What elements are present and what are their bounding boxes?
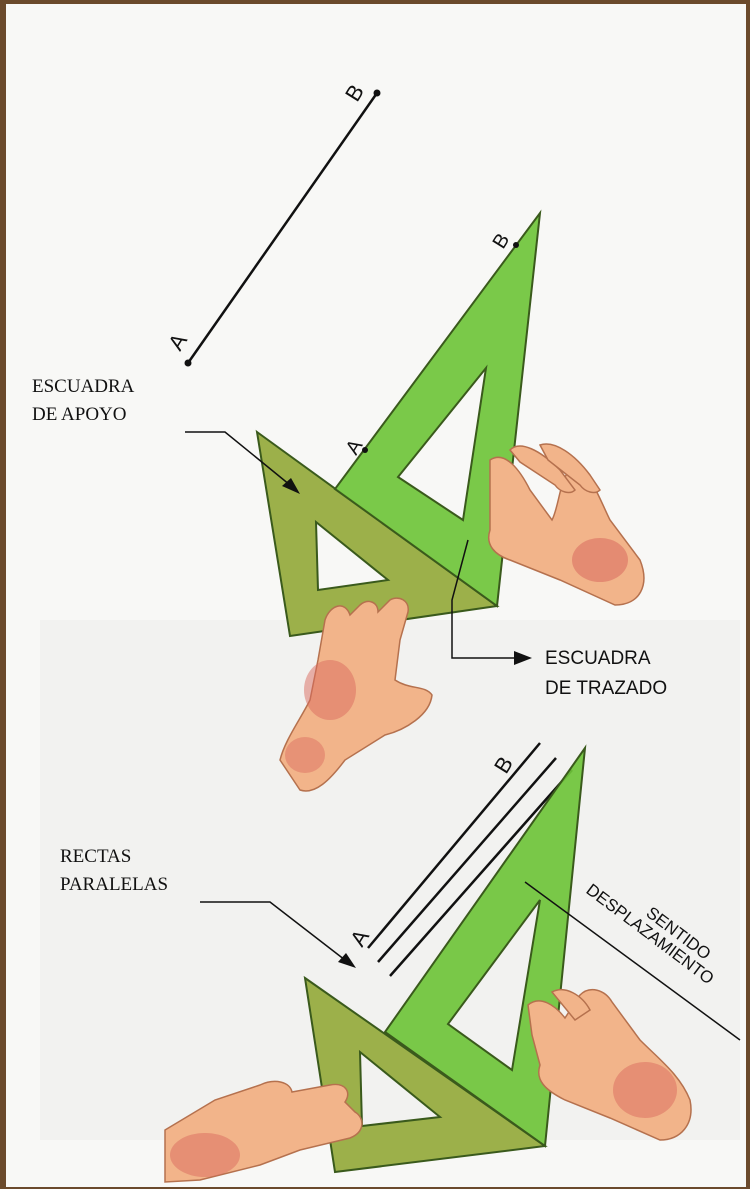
parallel-line-1	[367, 742, 541, 949]
label-escuadra-apoyo-2: DE APOYO	[32, 404, 126, 425]
support-leader-line	[185, 431, 291, 486]
support-setsquare-bottom	[303, 975, 548, 1174]
mark-b-top	[513, 242, 519, 248]
label-escuadra-trazado-1: ESCUADRA	[545, 648, 651, 669]
point-a-dot	[184, 359, 192, 367]
drawing-leader-arrow	[514, 651, 532, 665]
displacement-direction-line	[524, 881, 741, 1041]
label-rectas-paralelas-2: PARALELAS	[60, 874, 168, 895]
drawing-leader-line	[451, 539, 515, 659]
left-hand-bottom	[164, 1080, 363, 1183]
mark-a-top	[362, 447, 368, 453]
right-hand-top	[488, 443, 645, 606]
segment-ab	[186, 92, 379, 364]
parallel-leader-line	[200, 901, 346, 961]
label-escuadra-apoyo-1: ESCUADRA	[32, 376, 135, 397]
label-escuadra-trazado-2: DE TRAZADO	[545, 678, 667, 699]
parallel-leader-arrow	[338, 953, 356, 968]
parallel-line-2	[377, 757, 557, 963]
drawing-setsquare-top	[333, 209, 542, 608]
right-hand-bottom	[527, 988, 692, 1141]
point-b-dot	[373, 89, 381, 97]
label-rectas-paralelas-1: RECTAS	[60, 846, 131, 867]
left-hand-top	[279, 597, 433, 792]
support-leader-arrow	[282, 478, 300, 494]
parallel-line-3	[389, 769, 573, 977]
